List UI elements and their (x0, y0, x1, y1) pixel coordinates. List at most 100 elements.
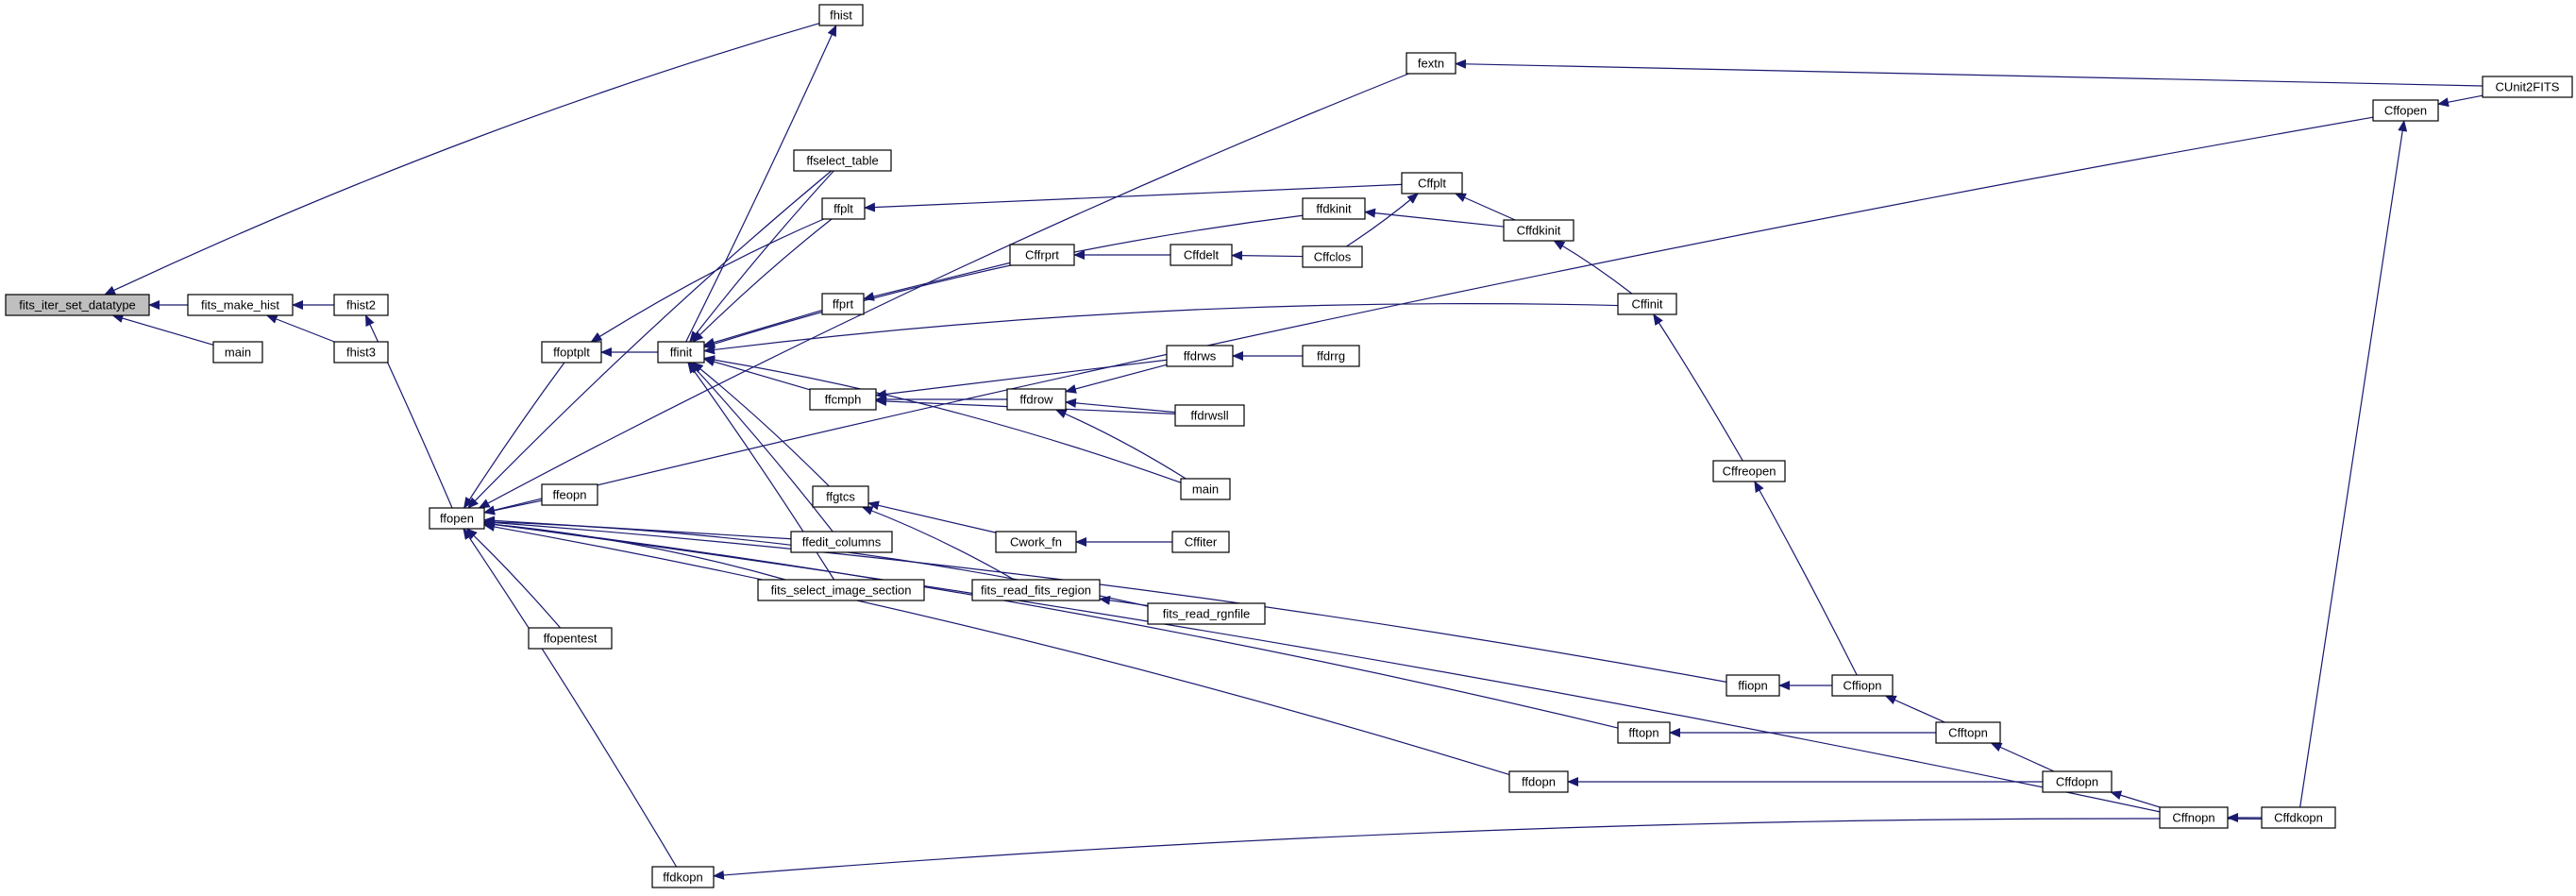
node-box[interactable] (212, 341, 263, 363)
node-box[interactable] (1302, 345, 1360, 367)
node-label: main (225, 345, 251, 359)
node-box[interactable] (333, 294, 389, 316)
node-ffoptplt[interactable]: ffoptplt (541, 341, 602, 363)
node-box[interactable] (5, 294, 150, 316)
node-ffdrrg[interactable]: ffdrrg (1302, 345, 1360, 367)
node-Cffdopn[interactable]: Cffdopn (2042, 770, 2113, 793)
node-fits_read_rgnfile[interactable]: fits_read_rgnfile (1147, 602, 1266, 625)
node-box[interactable] (1617, 721, 1671, 744)
node-Cffopen[interactable]: Cffopen (2372, 99, 2439, 122)
node-box[interactable] (1503, 219, 1574, 242)
node-Cffiopn[interactable]: Cffiopn (1831, 674, 1894, 697)
node-Cffplt[interactable]: Cffplt (1401, 172, 1463, 194)
node-box[interactable] (793, 149, 892, 172)
node-box[interactable] (2159, 806, 2229, 829)
node-box[interactable] (2482, 76, 2573, 98)
node-ffdkopn[interactable]: ffdkopn (651, 866, 715, 888)
node-main1[interactable]: main (212, 341, 263, 363)
node-ffopentest[interactable]: ffopentest (528, 627, 613, 650)
node-box[interactable] (812, 485, 869, 508)
node-box[interactable] (971, 579, 1101, 601)
node-fextn[interactable]: fextn (1406, 52, 1456, 75)
node-Cwork_fn[interactable]: Cwork_fn (995, 531, 1077, 553)
node-fhist[interactable]: fhist (818, 4, 864, 26)
node-box[interactable] (1170, 244, 1233, 266)
node-ffselect_table[interactable]: ffselect_table (793, 149, 892, 172)
node-box[interactable] (429, 507, 485, 530)
node-ffiopn[interactable]: ffiopn (1726, 674, 1780, 697)
node-CUnit2FITS[interactable]: CUnit2FITS (2482, 76, 2573, 98)
node-Cffdkopn[interactable]: Cffdkopn (2261, 806, 2336, 829)
node-box[interactable] (809, 388, 877, 411)
node-box[interactable] (821, 197, 866, 220)
node-box[interactable] (541, 483, 598, 506)
node-box[interactable] (821, 293, 865, 315)
node-box[interactable] (1831, 674, 1894, 697)
node-Cfftopn[interactable]: Cfftopn (1935, 721, 2001, 744)
node-box[interactable] (1166, 345, 1234, 367)
node-box[interactable] (187, 294, 294, 316)
node-box[interactable] (528, 627, 613, 650)
node-ffdrwsll[interactable]: ffdrwsll (1174, 404, 1245, 427)
node-box[interactable] (541, 341, 602, 363)
node-ffcmph[interactable]: ffcmph (809, 388, 877, 411)
node-box[interactable] (1508, 770, 1569, 793)
edge-Cffnopn-to-ffopen (483, 519, 2161, 813)
node-box[interactable] (1302, 197, 1366, 220)
node-fftopn[interactable]: fftopn (1617, 721, 1671, 744)
node-label: fits_read_fits_region (981, 583, 1091, 597)
node-ffedit_columns[interactable]: ffedit_columns (790, 531, 893, 553)
node-Cffdelt[interactable]: Cffdelt (1170, 244, 1233, 266)
node-box[interactable] (1174, 404, 1245, 427)
node-ffdrws[interactable]: ffdrws (1166, 345, 1234, 367)
node-box[interactable] (995, 531, 1077, 553)
node-box[interactable] (657, 341, 705, 363)
edge-main1-to-fits_iter_set_datatype (111, 313, 214, 346)
node-Cffiter[interactable]: Cffiter (1171, 531, 1230, 553)
node-box[interactable] (1171, 531, 1230, 553)
node-Cffnopn[interactable]: Cffnopn (2159, 806, 2229, 829)
node-Cffinit[interactable]: Cffinit (1617, 293, 1677, 315)
node-box[interactable] (1180, 478, 1231, 500)
node-fits_select_image_section[interactable]: fits_select_image_section (757, 579, 925, 601)
node-box[interactable] (1617, 293, 1677, 315)
node-Cffrprt[interactable]: Cffrprt (1009, 244, 1075, 266)
node-box[interactable] (818, 4, 864, 26)
node-box[interactable] (1935, 721, 2001, 744)
node-label: Cffreopen (1723, 464, 1776, 478)
node-Cffdkinit[interactable]: Cffdkinit (1503, 219, 1574, 242)
node-Cffclos[interactable]: Cffclos (1302, 245, 1363, 268)
node-box[interactable] (1401, 172, 1463, 194)
node-main2[interactable]: main (1180, 478, 1231, 500)
node-ffopen[interactable]: ffopen (429, 507, 485, 530)
node-ffeopn[interactable]: ffeopn (541, 483, 598, 506)
node-fhist3[interactable]: fhist3 (333, 341, 389, 363)
node-ffdopn[interactable]: ffdopn (1508, 770, 1569, 793)
node-ffinit[interactable]: ffinit (657, 341, 705, 363)
node-Cffreopen[interactable]: Cffreopen (1712, 460, 1786, 482)
node-box[interactable] (1009, 244, 1075, 266)
node-label: ffdkopn (663, 870, 702, 884)
node-box[interactable] (2261, 806, 2336, 829)
node-box[interactable] (2372, 99, 2439, 122)
node-box[interactable] (1726, 674, 1780, 697)
node-ffprt[interactable]: ffprt (821, 293, 865, 315)
node-box[interactable] (1302, 245, 1363, 268)
node-box[interactable] (2042, 770, 2113, 793)
node-box[interactable] (333, 341, 389, 363)
node-fhist2[interactable]: fhist2 (333, 294, 389, 316)
node-fits_read_fits_region[interactable]: fits_read_fits_region (971, 579, 1101, 601)
node-box[interactable] (790, 531, 893, 553)
node-box[interactable] (757, 579, 925, 601)
node-ffplt[interactable]: ffplt (821, 197, 866, 220)
node-box[interactable] (1147, 602, 1266, 625)
node-box[interactable] (1006, 388, 1067, 411)
node-box[interactable] (651, 866, 715, 888)
node-box[interactable] (1712, 460, 1786, 482)
node-fits_make_hist[interactable]: fits_make_hist (187, 294, 294, 316)
node-fits_iter_set_datatype[interactable]: fits_iter_set_datatype (5, 294, 150, 316)
node-ffdrow[interactable]: ffdrow (1006, 388, 1067, 411)
node-ffgtcs[interactable]: ffgtcs (812, 485, 869, 508)
node-box[interactable] (1406, 52, 1456, 75)
node-ffdkinit[interactable]: ffdkinit (1302, 197, 1366, 220)
